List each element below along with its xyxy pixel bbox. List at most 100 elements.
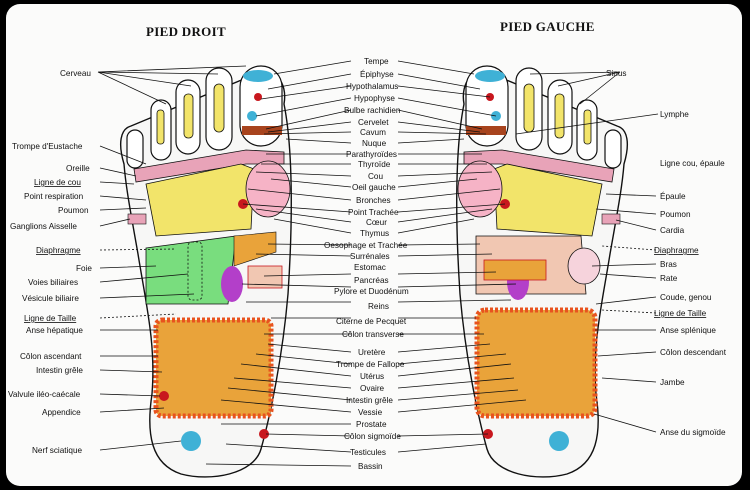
- label-estomac: Estomac: [354, 263, 386, 272]
- title-left-foot: PIED GAUCHE: [500, 19, 595, 34]
- label-diaphragme-right: Diaphragme: [36, 246, 81, 255]
- label-ligne-taille-right: Ligne de Taille: [24, 314, 77, 323]
- label-vesicule-biliaire: Vésicule biliaire: [22, 294, 79, 303]
- right-liver-zone: [145, 235, 237, 305]
- label-voies-biliaires: Voies biliaires: [28, 278, 78, 287]
- labels-left-column: Cerveau Trompe d'Eustache Oreille Ligne …: [8, 69, 92, 455]
- label-colon-sigmoide: Côlon sigmoïde: [344, 432, 401, 441]
- right-sinus-2: [213, 83, 225, 133]
- right-testicules-point: [259, 429, 269, 439]
- label-poumon-right: Poumon: [58, 206, 89, 215]
- right-bronchi-zone: [245, 160, 291, 218]
- right-gallbladder-path: [187, 241, 203, 301]
- label-cavum: Cavum: [360, 128, 386, 137]
- label-pylore: Pylore et Duodénum: [334, 287, 409, 296]
- label-prostate: Prostate: [356, 420, 387, 429]
- label-rate: Rate: [660, 274, 678, 283]
- label-reins: Reins: [368, 302, 389, 311]
- label-bras: Bras: [660, 260, 677, 269]
- label-trompe-fallope: Trompe de Fallope: [336, 360, 405, 369]
- label-ligne-cou-epaule: Ligne cou, épaule: [660, 159, 725, 168]
- label-anse-sigmoide: Anse du sigmoïde: [660, 428, 726, 437]
- label-ovaire: Ovaire: [360, 384, 385, 393]
- label-thyroide: Thyroïde: [358, 160, 391, 169]
- label-ligne-taille-left: Ligne de Taille: [654, 309, 707, 318]
- left-foot: [456, 65, 629, 478]
- right-nuque-band: [242, 126, 282, 135]
- label-oreille: Oreille: [66, 164, 90, 173]
- label-ligne-cou: Ligne de cou: [34, 178, 81, 187]
- right-sinus-4: [156, 109, 165, 145]
- chart-sheet: PIED DROIT PIED GAUCHE: [6, 4, 742, 486]
- label-poumon-left: Poumon: [660, 210, 691, 219]
- label-vessie: Vessie: [358, 408, 383, 417]
- right-sciatic-point: [181, 431, 201, 451]
- label-epaule: Épaule: [660, 191, 686, 201]
- label-citerne: Citerne de Pecquet: [336, 317, 407, 326]
- label-colon-descendant: Côlon descendant: [660, 348, 727, 357]
- right-hypophyse-point: [247, 111, 257, 121]
- right-foot: [119, 65, 292, 478]
- left-sinus-3: [554, 93, 565, 139]
- right-intestine-zone: [153, 317, 274, 419]
- right-sinus-3: [183, 93, 194, 139]
- label-bassin: Bassin: [358, 462, 383, 471]
- label-colon-ascendant: Côlon ascendant: [20, 352, 82, 361]
- label-colon-transverse: Côlon transverse: [342, 330, 404, 339]
- label-epiphyse: Épiphyse: [360, 69, 394, 79]
- label-diaphragme-left: Diaphragme: [654, 246, 699, 255]
- label-ganglions-aisselle: Ganglions Aisselle: [10, 222, 77, 231]
- label-bulbe: Bulbe rachidien: [344, 106, 401, 115]
- left-intestine-zone: [474, 307, 598, 419]
- title-right-foot: PIED DROIT: [146, 24, 226, 39]
- label-testicules: Testicules: [350, 448, 386, 457]
- label-nerf-sciatique: Nerf sciatique: [32, 446, 83, 455]
- labels-right-column: Sinus Lymphe Ligne cou, épaule Épaule Po…: [606, 69, 727, 437]
- label-pancreas: Pancréas: [354, 276, 389, 285]
- left-tempe-zone: [475, 70, 505, 82]
- left-heart-zone: [457, 160, 503, 218]
- right-ganglions-zone: [127, 213, 147, 225]
- right-kidney: [221, 266, 243, 302]
- label-point-trachee: Point Trachée: [348, 208, 399, 217]
- label-coeur: Cœur: [366, 218, 387, 227]
- label-uretere: Uretère: [358, 348, 386, 357]
- label-foie: Foie: [76, 264, 92, 273]
- left-sciatic-point: [549, 431, 569, 451]
- label-cou: Cou: [368, 172, 383, 181]
- label-sinus: Sinus: [606, 69, 626, 78]
- label-oeil-gauche: Oeil gauche: [352, 183, 396, 192]
- label-cardia: Cardia: [660, 226, 685, 235]
- label-anse-splenique: Anse splénique: [660, 326, 716, 335]
- label-coude-genou: Coude, genou: [660, 293, 712, 302]
- label-surrenales: Surrénales: [350, 252, 390, 261]
- label-tempe: Tempe: [364, 57, 389, 66]
- label-intestin-grele-center: Intestin grêle: [346, 396, 393, 405]
- label-parathyroides: Parathyroïdes: [346, 150, 397, 159]
- right-hypothalamus-point: [254, 93, 262, 101]
- label-cerveau: Cerveau: [60, 69, 91, 78]
- left-cardia-zone: [601, 213, 621, 225]
- label-point-respiration: Point respiration: [24, 192, 84, 201]
- label-uterus: Utérus: [360, 372, 384, 381]
- label-anse-hepatique: Anse hépatique: [26, 326, 83, 335]
- label-bronches: Bronches: [356, 196, 391, 205]
- left-toe-5: [604, 129, 622, 169]
- foot-reflexology-diagram: PIED DROIT PIED GAUCHE: [8, 19, 727, 478]
- label-intestin-grele-right: Intestin grêle: [36, 366, 83, 375]
- left-nuque-band: [466, 126, 506, 135]
- left-sinus-4: [583, 109, 592, 145]
- left-sinus-2: [523, 83, 535, 133]
- label-trompe-eustache: Trompe d'Eustache: [12, 142, 83, 151]
- label-thymus: Thymus: [360, 229, 389, 238]
- right-tempe-zone: [243, 70, 273, 82]
- label-hypophyse: Hypophyse: [354, 94, 395, 103]
- label-nuque: Nuque: [362, 139, 387, 148]
- leader-lines: [97, 60, 659, 467]
- right-pancreas-zone: [247, 265, 283, 289]
- label-jambe: Jambe: [660, 378, 685, 387]
- label-hypothalamus: Hypothalamus: [346, 82, 398, 91]
- label-cervelet: Cervelet: [358, 118, 389, 127]
- label-lymphe: Lymphe: [660, 110, 689, 119]
